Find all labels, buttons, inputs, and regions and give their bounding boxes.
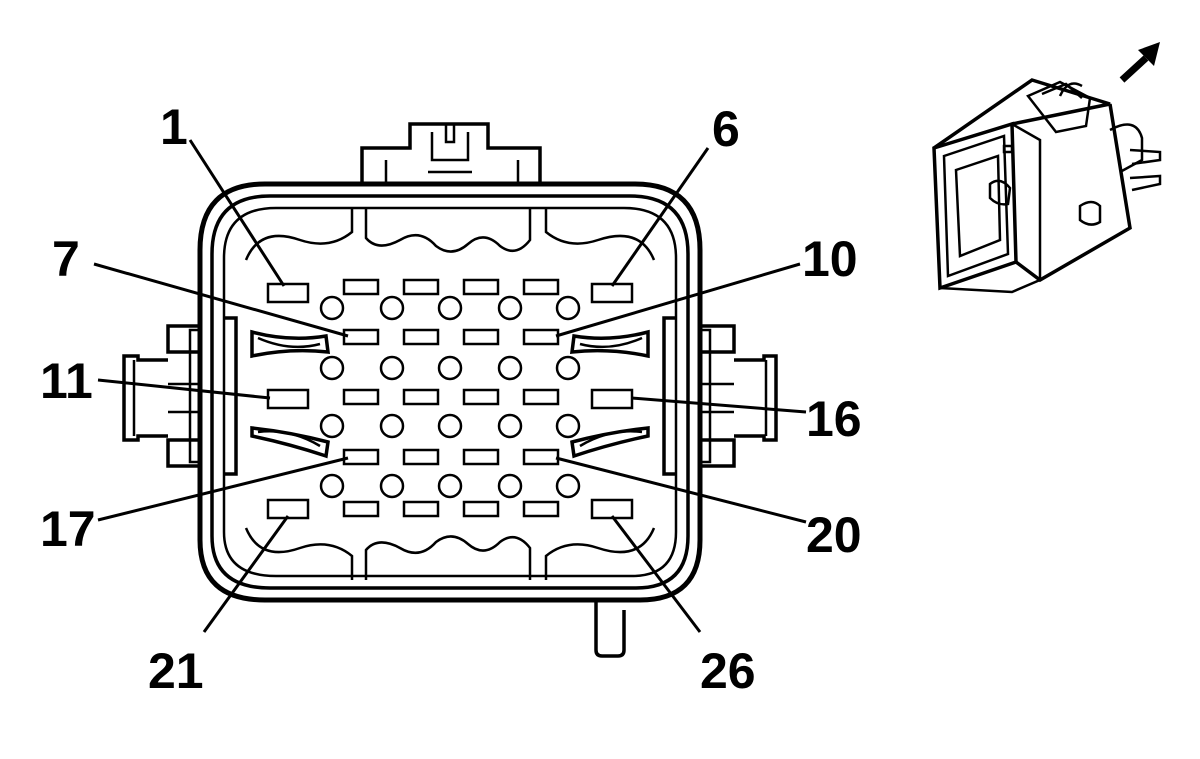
cavity	[522, 500, 560, 518]
cavity-grid	[266, 278, 634, 520]
cavity	[497, 355, 523, 381]
cavity	[379, 473, 405, 499]
cavity-10	[522, 328, 560, 346]
pin-labels: 1 6 7 10 11 16 17 20 21 26	[40, 99, 862, 699]
cavity	[497, 473, 523, 499]
cavity	[462, 278, 500, 296]
pin-label-1: 1	[160, 99, 188, 155]
cavity-20	[522, 448, 560, 466]
cavity	[462, 328, 500, 346]
cavity-7	[342, 328, 380, 346]
pin-label-6: 6	[712, 101, 740, 157]
pin-label-17: 17	[40, 501, 96, 557]
cavity	[402, 328, 440, 346]
cavity	[342, 278, 380, 296]
cavity	[555, 413, 581, 439]
pin-label-16: 16	[806, 391, 862, 447]
cavity	[319, 355, 345, 381]
cavity	[437, 295, 463, 321]
cavity	[342, 500, 380, 518]
leader-line-6	[610, 147, 710, 287]
leader-line-7	[93, 262, 349, 338]
cavity	[402, 388, 440, 406]
leader-line-17	[97, 456, 349, 522]
cavity	[555, 473, 581, 499]
cavity	[402, 278, 440, 296]
cavity-11	[266, 388, 310, 410]
cavity	[379, 295, 405, 321]
pin-label-20: 20	[806, 507, 862, 563]
pin-label-26: 26	[700, 643, 756, 699]
cavity-21	[266, 498, 310, 520]
cavity	[497, 413, 523, 439]
cavity	[437, 355, 463, 381]
pin-label-11: 11	[40, 353, 93, 409]
pin-label-21: 21	[148, 643, 204, 699]
cavity-26	[590, 498, 634, 520]
leader-line-1	[188, 139, 286, 287]
cavity-17	[342, 448, 380, 466]
pin-label-7: 7	[52, 231, 80, 287]
cavity	[379, 413, 405, 439]
cavity	[462, 500, 500, 518]
cavity	[462, 448, 500, 466]
cavity	[437, 473, 463, 499]
cavity-16	[590, 388, 634, 410]
direction-arrow-icon	[1119, 42, 1160, 83]
leader-line-16	[631, 396, 807, 414]
leader-line-26	[610, 515, 702, 633]
cavity	[555, 295, 581, 321]
cavity	[497, 295, 523, 321]
cavity	[437, 413, 463, 439]
cavity	[402, 500, 440, 518]
cavity	[319, 413, 345, 439]
cavity	[319, 473, 345, 499]
pin-label-10: 10	[802, 231, 858, 287]
cavity-1	[266, 282, 310, 304]
cavity-6	[590, 282, 634, 304]
cavity	[555, 355, 581, 381]
leader-lines	[93, 139, 807, 633]
cavity	[379, 355, 405, 381]
cavity	[319, 295, 345, 321]
leader-line-21	[202, 515, 290, 633]
cavity	[342, 388, 380, 406]
connector-body	[122, 122, 778, 658]
cavity	[522, 278, 560, 296]
leader-line-10	[555, 262, 801, 338]
connector-isometric-icon	[932, 78, 1162, 294]
cavity	[522, 388, 560, 406]
leader-line-11	[97, 378, 271, 400]
leader-line-20	[555, 456, 807, 524]
cavity	[462, 388, 500, 406]
cavity	[402, 448, 440, 466]
